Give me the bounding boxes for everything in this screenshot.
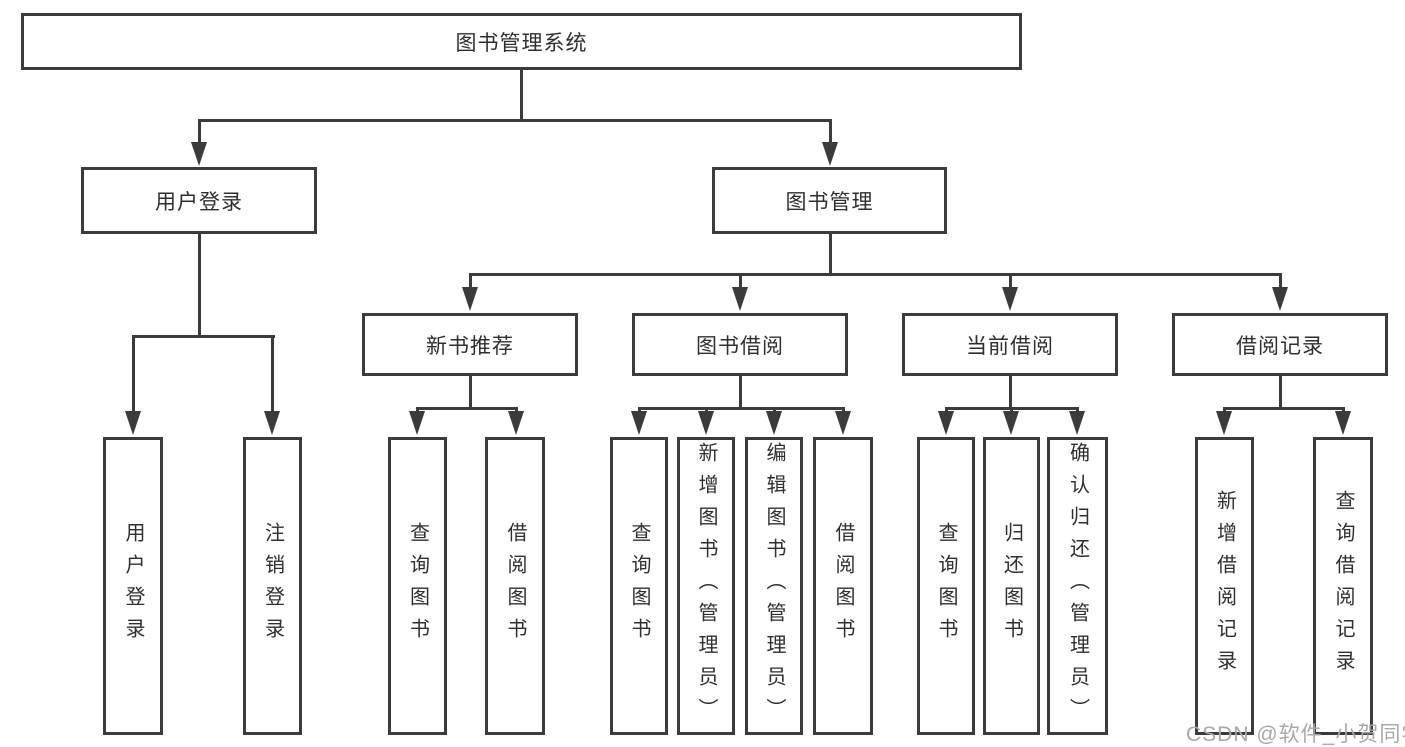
connector-line [469,376,472,410]
node-book-borrowing-label: 图书借阅 [696,334,784,358]
leaf-query-books-recommend: 查询图书 [388,437,447,735]
leaf-query-books-current-label: 查询图书 [935,522,957,650]
node-user-login-label: 用户登录 [155,190,243,214]
arrow-down-icon [1272,287,1288,311]
connector-line [1223,407,1345,410]
connector-line [198,119,832,122]
arrow-down-icon [732,287,748,311]
node-book-management-label: 图书管理 [785,190,874,214]
leaf-add-books-admin-label: 新增图书（管理员） [695,442,717,730]
arrow-down-icon [766,411,782,435]
leaf-add-borrow-record-label: 新增借阅记录 [1213,490,1236,682]
arrow-down-icon [822,142,838,166]
connector-line [132,335,275,338]
leaf-return-books-label: 归还图书 [1000,522,1023,650]
arrow-down-icon [631,411,647,435]
arrow-down-icon [462,287,478,311]
arrow-down-icon [835,411,851,435]
arrow-down-icon [264,411,280,435]
leaf-query-books-borrowing-label: 查询图书 [628,522,650,650]
arrow-down-icon [508,411,524,435]
node-current-borrowing-label: 当前借阅 [966,334,1054,358]
arrow-down-icon [1216,411,1232,435]
leaf-borrow-books-recommend-label: 借阅图书 [504,522,526,650]
connector-line [132,335,135,415]
leaf-borrow-books-recommend: 借阅图书 [485,437,545,735]
leaf-borrow-books: 借阅图书 [813,437,873,735]
node-borrow-records-label: 借阅记录 [1236,334,1324,358]
node-current-borrowing: 当前借阅 [902,313,1118,376]
csdn-watermark: CSDN @软件_小贺同学 [1186,723,1405,746]
connector-line [198,234,201,338]
connector-line [1009,376,1012,410]
connector-line [739,376,742,410]
leaf-query-borrow-record: 查询借阅记录 [1313,437,1373,735]
leaf-logout-label: 注销登录 [261,522,284,650]
arrow-down-icon [191,142,207,166]
node-new-book-recommend-label: 新书推荐 [426,334,514,358]
connector-line [469,273,1282,276]
connector-line [271,335,274,415]
arrow-down-icon [1069,411,1085,435]
leaf-confirm-return-admin-label: 确认归还（管理员） [1066,442,1089,730]
connector-line [469,273,472,293]
connector-line [1279,376,1282,410]
connector-line [1009,273,1012,293]
arrow-down-icon [409,411,425,435]
connector-line [1279,273,1282,293]
arrow-down-icon [1003,411,1019,435]
connector-line [520,70,523,122]
node-user-login: 用户登录 [81,167,317,234]
node-root-label: 图书管理系统 [455,31,588,55]
node-book-management: 图书管理 [712,167,947,234]
leaf-query-books-borrowing: 查询图书 [610,437,668,735]
leaf-query-books-recommend-label: 查询图书 [406,522,429,650]
leaf-confirm-return-admin: 确认归还（管理员） [1047,437,1108,735]
leaf-user-login: 用户登录 [103,437,163,735]
node-borrow-records: 借阅记录 [1172,313,1388,376]
node-new-book-recommend: 新书推荐 [362,313,578,376]
connector-line [829,119,832,147]
leaf-logout: 注销登录 [243,437,302,735]
arrow-down-icon [1335,411,1351,435]
node-root: 图书管理系统 [21,13,1022,70]
connector-line [829,234,832,276]
leaf-borrow-books-label: 借阅图书 [832,522,854,650]
connector-line [416,407,518,410]
leaf-edit-books-admin-label: 编辑图书（管理员） [763,442,785,730]
leaf-query-books-current: 查询图书 [917,437,975,735]
node-book-borrowing: 图书借阅 [632,313,848,376]
arrow-down-icon [125,411,141,435]
arrow-down-icon [938,411,954,435]
leaf-return-books: 归还图书 [983,437,1040,735]
leaf-add-borrow-record: 新增借阅记录 [1195,437,1254,735]
connector-line [739,273,742,293]
connector-line [198,119,201,147]
connector-line [638,407,845,410]
arrow-down-icon [1002,287,1018,311]
leaf-user-login-label: 用户登录 [122,522,144,650]
leaf-query-borrow-record-label: 查询借阅记录 [1332,490,1354,682]
arrow-down-icon [698,411,714,435]
leaf-add-books-admin: 新增图书（管理员） [677,437,735,735]
leaf-edit-books-admin: 编辑图书（管理员） [745,437,803,735]
